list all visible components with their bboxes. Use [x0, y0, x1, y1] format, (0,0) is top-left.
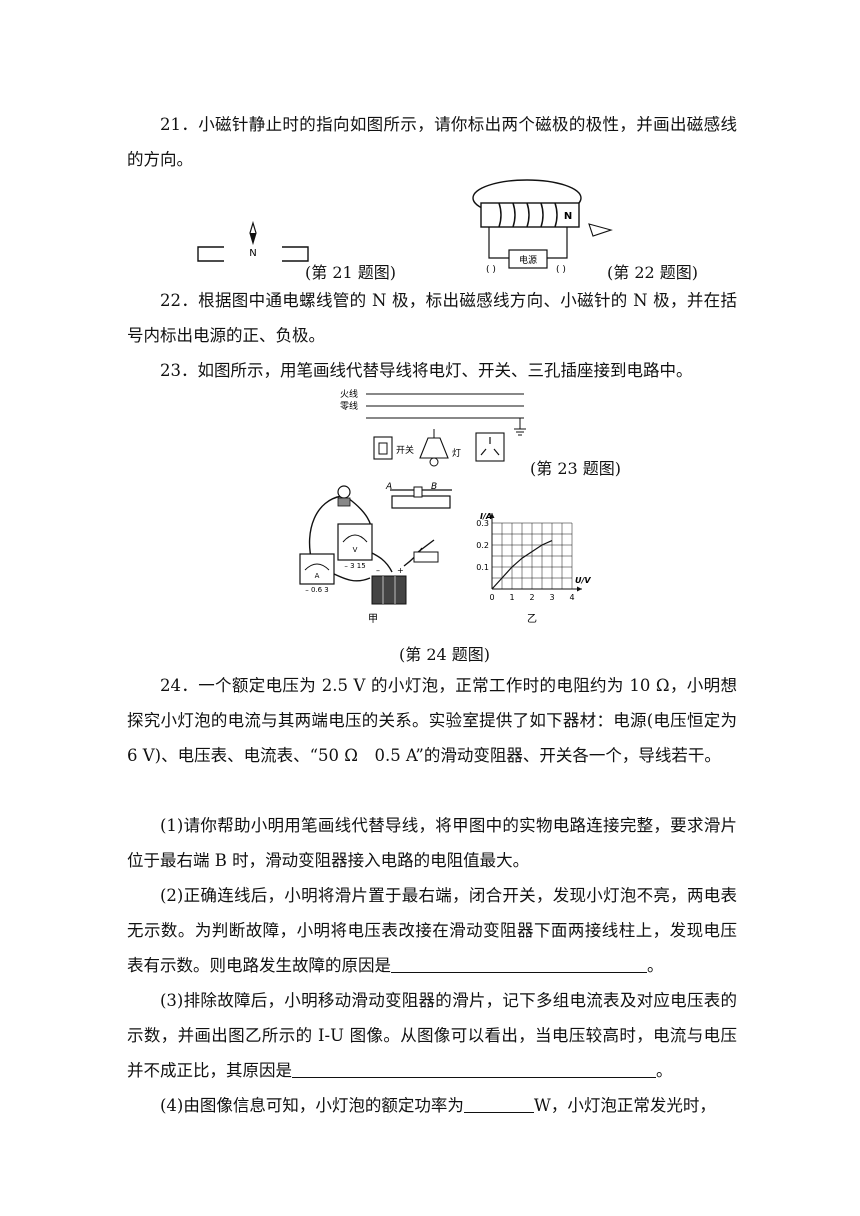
solenoid-n-label: N — [564, 211, 572, 222]
lamp-label: 灯 — [452, 448, 461, 459]
solenoid-coil — [498, 202, 558, 228]
neutral-wire-label: 零线 — [340, 400, 358, 412]
x-tick-label: 0 — [489, 593, 494, 602]
q24-part-3-text: (3)排除故障后，小明移动滑动变阻器的滑片，记下多组电流表及对应电压表的示数，并… — [127, 991, 737, 1080]
y-tick-label: 0.1 — [476, 563, 489, 572]
fig-24-caption: (第 24 题图) — [399, 645, 491, 664]
lamp-shade — [419, 437, 449, 459]
chart-axes — [489, 513, 582, 592]
fig-23-caption: (第 23 题图) — [530, 459, 622, 478]
x-tick-label: 4 — [569, 593, 574, 602]
q24-part-2: (2)正确连线后，小明将滑片置于最右端，闭合开关，发现小灯泡不亮，两电表无示数。… — [127, 878, 737, 983]
x-tick-label: 2 — [529, 593, 534, 602]
ammeter-letter: A — [315, 572, 320, 580]
slide-rheostat — [391, 495, 451, 509]
chart-grid — [492, 522, 573, 589]
switch-label: 开关 — [396, 444, 414, 456]
q24-part-1: (1)请你帮助小明用笔画线代替导线，将甲图中的实物电路连接完整，要求滑片位于最右… — [127, 816, 737, 870]
q24-intro: 24．一个额定电压为 2.5 V 的小灯泡，正常工作时的电阻约为 10 Ω，小明… — [127, 676, 737, 765]
answer-blank-2[interactable] — [391, 954, 647, 973]
voltmeter-letter: V — [353, 546, 358, 554]
fig-24-label-jia: 甲 — [368, 614, 378, 625]
x-tick-label: 3 — [549, 593, 554, 602]
x-tick-label: 1 — [509, 593, 514, 602]
q24-part-2-text: (2)正确连线后，小明将滑片置于最右端，闭合开关，发现小灯泡不亮，两电表无示数。… — [127, 886, 737, 975]
end-mark-2: 。 — [647, 956, 664, 975]
chart-ticks: 0 1 2 3 4 0.1 0.2 0.3 — [476, 519, 574, 602]
q24-part-3: (3)排除故障后，小明移动滑动变阻器的滑片，记下多组电流表及对应电压表的示数，并… — [127, 983, 737, 1088]
power-source — [508, 249, 548, 269]
bulb — [337, 485, 351, 499]
fig-21-caption: (第 21 题图) — [305, 263, 397, 282]
power-source-label: 电源 — [519, 254, 537, 266]
answer-blank-4[interactable] — [463, 1094, 534, 1113]
i-u-curve — [491, 540, 553, 590]
battery — [371, 575, 407, 605]
y-axis-label: I/A — [480, 512, 492, 521]
voltmeter-scale: – 3 15 — [344, 562, 365, 570]
rheostat-end-a: A — [385, 482, 392, 492]
fig-23: 火线 零线 开关 灯 — [340, 388, 526, 467]
y-tick-label: 0.3 — [476, 519, 489, 528]
fig-24-circuit: V – 3 15 A – 0.6 3 – + 甲 A B — [299, 482, 452, 625]
bar-magnet-left — [197, 246, 224, 262]
bracket-left: ( ) — [486, 265, 496, 275]
answer-blank-3[interactable] — [292, 1059, 656, 1078]
compass-needle-22 — [588, 223, 613, 237]
voltmeter — [337, 523, 373, 561]
bar-magnet-right — [282, 246, 309, 262]
solenoid-core — [480, 202, 580, 228]
q24-part-4: (4)由图像信息可知，小灯泡的额定功率为 W，小灯泡正常发光时， — [127, 1088, 737, 1123]
needle-n-label: N — [249, 248, 256, 259]
x-axis-arrow — [577, 586, 582, 592]
battery-minus: – — [376, 566, 380, 575]
fig-22-caption: (第 22 题图) — [607, 263, 699, 282]
fig-24-label-yi: 乙 — [527, 613, 537, 625]
q24-part-4-text: (4)由图像信息可知，小灯泡的额定功率为 — [160, 1096, 464, 1115]
end-mark-3: 。 — [656, 1061, 673, 1080]
fig-24-iu-chart: 0 1 2 3 4 0.1 0.2 0.3 I/A U/V 乙 — [476, 512, 591, 625]
rheostat-end-b: B — [431, 482, 437, 492]
bracket-right: ( ) — [556, 265, 566, 275]
battery-plus: + — [397, 566, 404, 575]
q23-text: 23．如图所示，用笔画线代替导线将电灯、开关、三孔插座接到电路中。 — [160, 361, 693, 380]
y-axis-arrow — [489, 513, 495, 518]
fig-21: N — [197, 220, 309, 262]
q21-text: 21．小磁针静止时的指向如图所示，请你标出两个磁极的极性，并画出磁感线的方向。 — [127, 115, 737, 169]
x-axis-label: U/V — [575, 576, 591, 585]
live-wire-label: 火线 — [340, 388, 358, 400]
q22-text: 22．根据图中通电螺线管的 N 极，标出磁感线方向、小磁针的 N 极，并在括号内… — [127, 291, 737, 345]
ammeter-scale: – 0.6 3 — [305, 586, 329, 594]
y-tick-label: 0.2 — [476, 541, 489, 550]
fig-22: N 电源 ( ) ( ) — [472, 179, 613, 275]
q24-part-4-tail: W，小灯泡正常发光时， — [533, 1096, 716, 1115]
switch-24 — [413, 551, 439, 563]
